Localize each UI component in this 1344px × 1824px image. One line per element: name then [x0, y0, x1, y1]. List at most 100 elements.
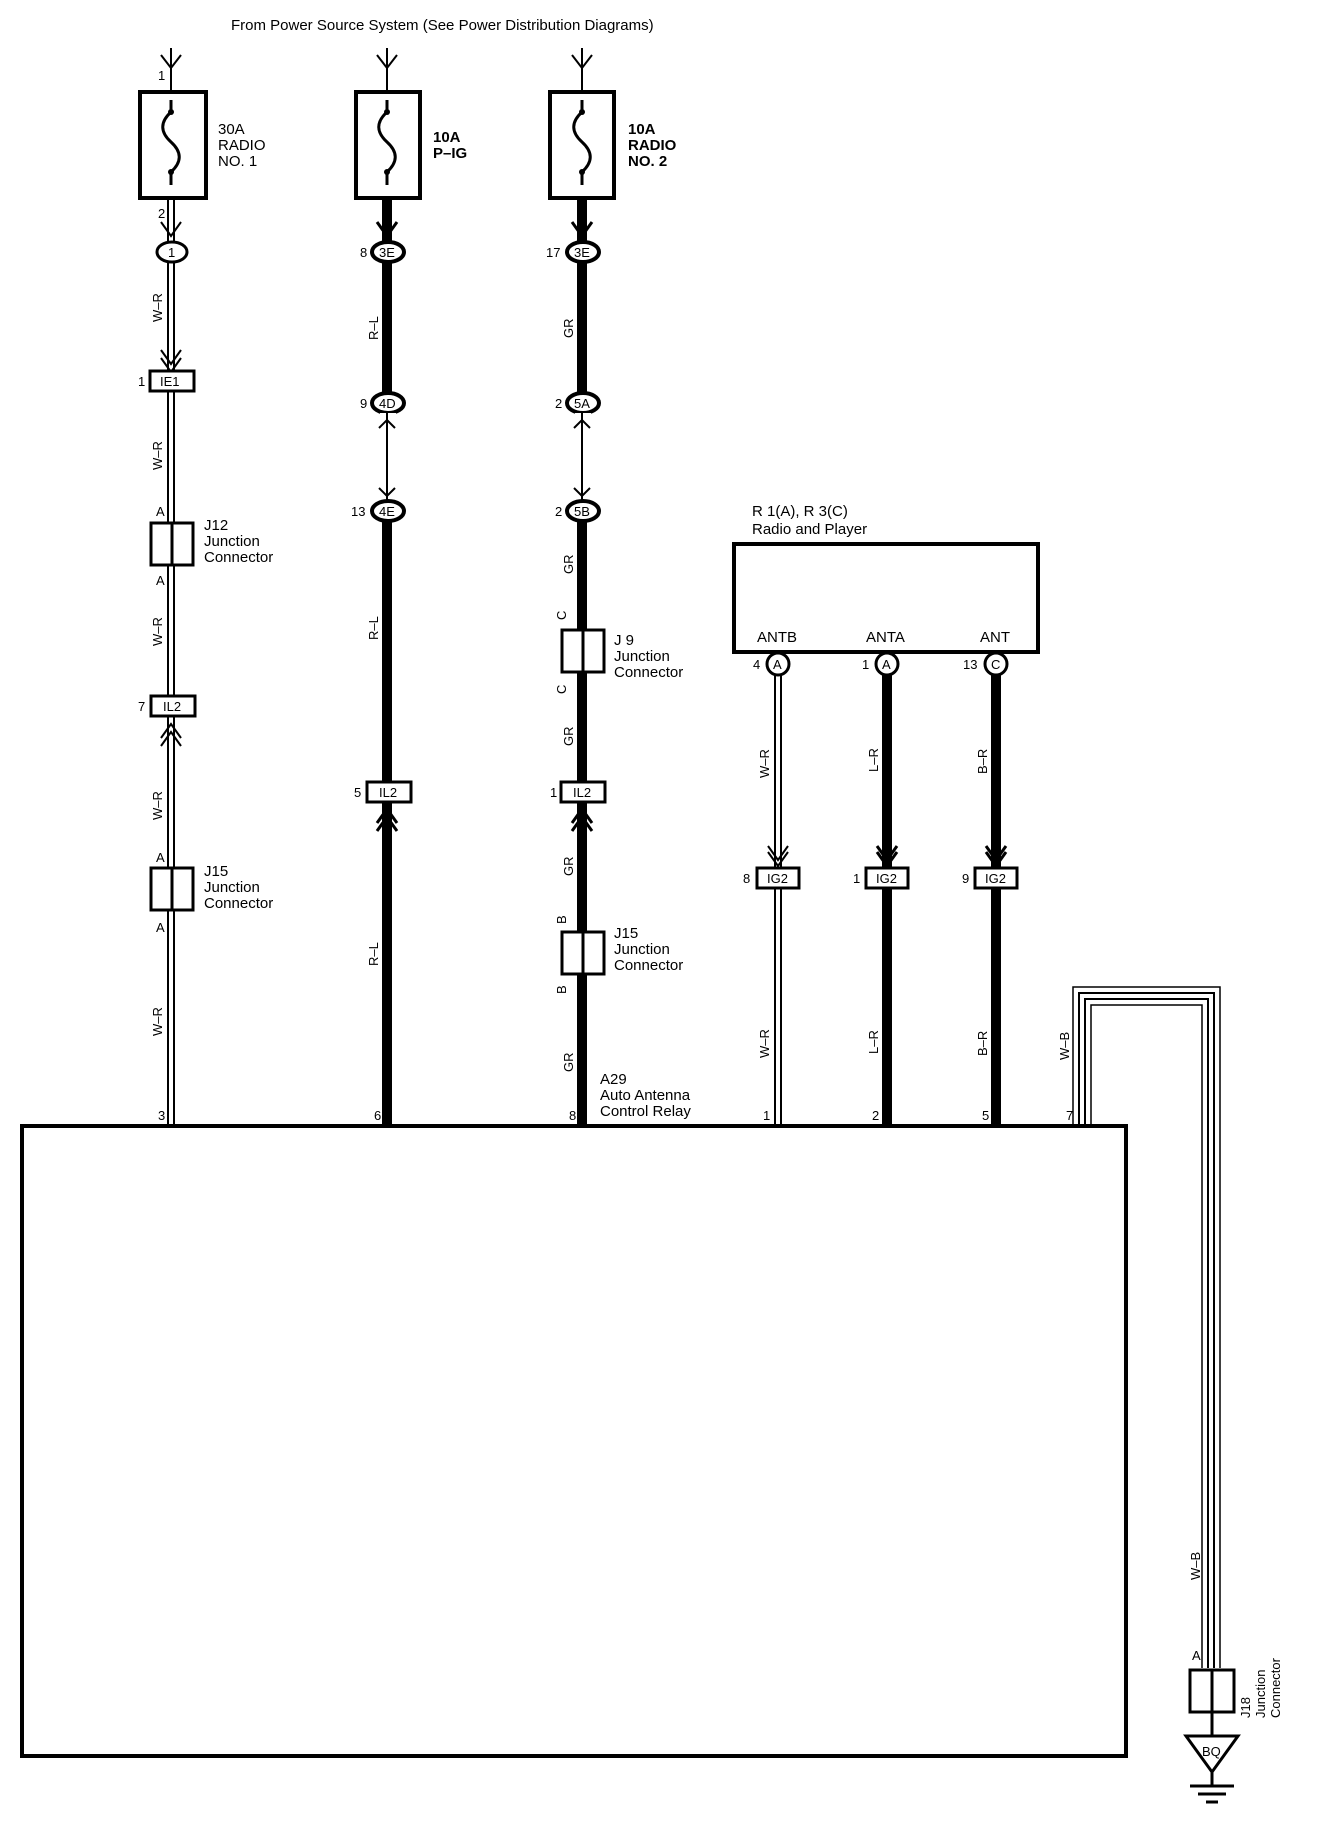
svg-text:1: 1: [138, 374, 145, 389]
svg-text:10A: 10A: [628, 121, 656, 138]
svg-text:6: 6: [374, 1108, 381, 1123]
svg-text:R–L: R–L: [366, 942, 381, 966]
svg-text:W–R: W–R: [150, 441, 165, 470]
svg-text:R–L: R–L: [366, 616, 381, 640]
circuit-radio-no1: 1 30A RADIO NO. 1 2 1 W–R IE1 1 W–R A A …: [138, 48, 273, 1126]
svg-text:GR: GR: [561, 319, 576, 339]
svg-text:A: A: [156, 573, 165, 588]
svg-text:Junction: Junction: [204, 533, 260, 550]
svg-text:GR: GR: [561, 857, 576, 877]
svg-text:IE1: IE1: [160, 374, 180, 389]
svg-text:4D: 4D: [379, 396, 396, 411]
svg-text:W–R: W–R: [757, 1029, 772, 1058]
svg-text:5B: 5B: [574, 504, 590, 519]
svg-text:BQ: BQ: [1202, 1744, 1221, 1759]
svg-text:W–B: W–B: [1188, 1552, 1203, 1580]
svg-text:C: C: [991, 657, 1000, 672]
svg-text:C: C: [554, 685, 569, 694]
svg-text:IL2: IL2: [163, 699, 181, 714]
svg-text:3E: 3E: [574, 245, 590, 260]
svg-text:P–IG: P–IG: [433, 145, 467, 162]
svg-text:5A: 5A: [574, 396, 590, 411]
svg-text:5: 5: [354, 785, 361, 800]
svg-text:8: 8: [360, 245, 367, 260]
svg-text:W–R: W–R: [757, 749, 772, 778]
svg-text:W–R: W–R: [150, 293, 165, 322]
circuit-p-ig: 10A P–IG 3E 8 R–L 4D 9 4E 13 R–L IL2 5 R…: [351, 48, 467, 1126]
svg-text:Connector: Connector: [614, 957, 683, 974]
svg-text:3: 3: [158, 1108, 165, 1123]
svg-text:J 9: J 9: [614, 632, 634, 649]
svg-text:A: A: [773, 657, 782, 672]
svg-text:5: 5: [982, 1108, 989, 1123]
ground-symbol: [1183, 1734, 1241, 1775]
svg-text:7: 7: [1066, 1108, 1073, 1123]
connector-5b: [565, 499, 601, 523]
svg-text:Junction: Junction: [1253, 1670, 1268, 1718]
svg-text:17: 17: [546, 245, 560, 260]
svg-text:W–R: W–R: [150, 1007, 165, 1036]
svg-text:GR: GR: [561, 555, 576, 575]
svg-text:A: A: [882, 657, 891, 672]
connector-ie1: [148, 369, 196, 393]
svg-text:4: 4: [753, 657, 760, 672]
connector-3e: [370, 240, 406, 264]
svg-text:13: 13: [351, 504, 365, 519]
svg-text:Connector: Connector: [204, 549, 273, 566]
connector-4e: [370, 499, 406, 523]
svg-text:R 1(A), R 3(C): R 1(A), R 3(C): [752, 503, 848, 520]
svg-text:A: A: [1192, 1648, 1201, 1663]
svg-text:A: A: [156, 504, 165, 519]
svg-text:Junction: Junction: [204, 879, 260, 896]
svg-text:Junction: Junction: [614, 941, 670, 958]
svg-text:W–R: W–R: [150, 617, 165, 646]
svg-text:C: C: [554, 611, 569, 620]
svg-text:ANTB: ANTB: [757, 629, 797, 646]
svg-text:9: 9: [360, 396, 367, 411]
svg-text:IL2: IL2: [573, 785, 591, 800]
circuit-anta: A 1 L–R IG2 1 L–R: [853, 651, 910, 1126]
svg-text:9: 9: [962, 871, 969, 886]
svg-text:NO. 2: NO. 2: [628, 153, 667, 170]
svg-text:IL2: IL2: [379, 785, 397, 800]
fuse-symbol: [161, 100, 181, 185]
svg-text:10A: 10A: [433, 129, 461, 146]
svg-text:7: 7: [138, 699, 145, 714]
svg-text:L–R: L–R: [866, 1030, 881, 1054]
connector-3e-b: [565, 240, 601, 264]
circuit-radio-no2: 10A RADIO NO. 2 3E 17 GR 5A 2 5B 2 GR C …: [546, 48, 683, 1126]
svg-text:A: A: [156, 920, 165, 935]
connector-antb: [765, 651, 791, 677]
svg-text:GR: GR: [561, 1053, 576, 1073]
connector-il2-2: [365, 780, 413, 804]
svg-text:30A: 30A: [218, 121, 245, 138]
svg-text:J12: J12: [204, 517, 228, 534]
svg-text:Control Relay: Control Relay: [600, 1103, 691, 1120]
svg-text:A: A: [156, 850, 165, 865]
svg-text:B: B: [554, 985, 569, 994]
radio-and-player: R 1(A), R 3(C) Radio and Player ANTB ANT…: [732, 503, 1040, 654]
svg-text:Auto Antenna: Auto Antenna: [600, 1087, 691, 1104]
connector-ant: [983, 651, 1009, 677]
connector-il2-1: [149, 694, 197, 718]
svg-text:2: 2: [555, 504, 562, 519]
svg-text:B: B: [554, 915, 569, 924]
svg-text:W–B: W–B: [1057, 1032, 1072, 1060]
svg-text:ANTA: ANTA: [866, 629, 905, 646]
connector-1: [155, 240, 189, 264]
svg-text:A29: A29: [600, 1071, 627, 1088]
svg-text:8: 8: [569, 1108, 576, 1123]
svg-text:IG2: IG2: [876, 871, 897, 886]
circuit-ant: C 13 B–R IG2 9 B–R: [962, 651, 1019, 1126]
connector-ig2-c: [973, 866, 1019, 890]
connector-ig2-a: [755, 866, 801, 890]
auto-antenna-control-relay: A29 Auto Antenna Control Relay 3 6 8 1 2…: [20, 1071, 1128, 1758]
svg-text:8: 8: [743, 871, 750, 886]
svg-text:1: 1: [853, 871, 860, 886]
source-title: From Power Source System (See Power Dist…: [231, 17, 654, 34]
svg-text:1: 1: [158, 68, 165, 83]
svg-text:4E: 4E: [379, 504, 395, 519]
svg-text:RADIO: RADIO: [628, 137, 677, 154]
svg-text:IG2: IG2: [985, 871, 1006, 886]
circuit-antb: A 4 W–R IG2 8 W–R: [743, 651, 801, 1126]
